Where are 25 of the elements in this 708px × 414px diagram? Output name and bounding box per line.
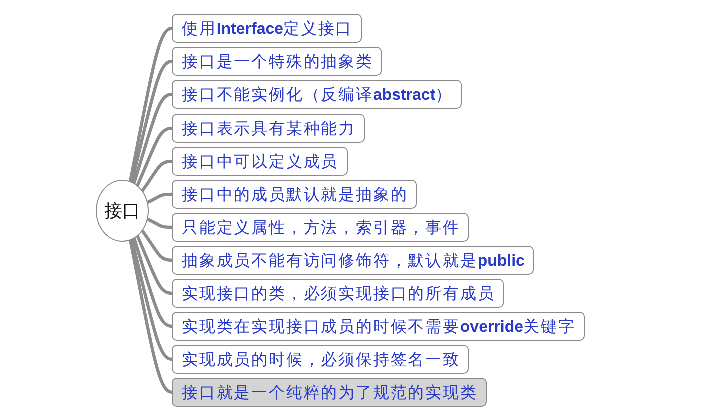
- topic-box: 实现类在实现接口成员的时候不需要override关键字: [172, 312, 585, 341]
- topic-box: 抽象成员不能有访问修饰符，默认就是public: [172, 246, 534, 275]
- topic-box: 接口中的成员默认就是抽象的: [172, 180, 418, 209]
- branch-line: [128, 26, 174, 184]
- branch-line: [130, 60, 174, 184]
- branch-line: [132, 92, 174, 185]
- branch-line: [141, 160, 174, 192]
- branch-line: [146, 218, 174, 230]
- topic-box: 只能定义属性，方法，索引器，事件: [172, 213, 470, 242]
- branch-line: [146, 192, 174, 204]
- branch-line: [130, 238, 174, 362]
- branch-line: [129, 238, 174, 394]
- topic-box: 实现接口的类，必须实现接口的所有成员: [172, 279, 504, 308]
- branch-line: [136, 234, 174, 296]
- branch-line: [136, 126, 174, 188]
- topic-box: 接口中可以定义成员: [172, 147, 348, 176]
- topic-box: 实现成员的时候，必须保持签名一致: [172, 345, 470, 374]
- central-topic-ellipse: 接口: [96, 180, 149, 242]
- branch-line: [132, 237, 174, 328]
- topic-box: 接口就是一个纯粹的为了规范的实现类: [172, 378, 487, 407]
- topic-box: 接口表示具有某种能力: [172, 114, 365, 143]
- topic-box: 接口是一个特殊的抽象类: [172, 47, 382, 76]
- topic-box: 接口不能实例化（反编译abstract）: [172, 80, 462, 109]
- topic-box: 使用Interface定义接口: [172, 14, 362, 43]
- branch-line: [141, 230, 174, 262]
